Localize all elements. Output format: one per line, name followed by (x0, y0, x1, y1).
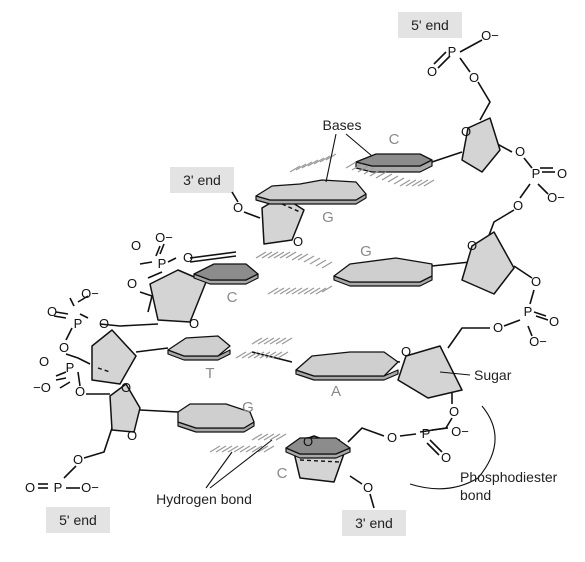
base-letter-c-top: C (389, 131, 400, 148)
svg-text:Sugar: Sugar (474, 367, 512, 383)
svg-text:O: O (461, 124, 471, 139)
base-letter-c-mid: C (227, 289, 238, 306)
dashed-bond-upper (281, 203, 301, 213)
base-letters: C G G C T A G C (205, 131, 399, 482)
base-letter-c-low: C (277, 465, 288, 482)
svg-text:P: P (524, 304, 533, 319)
phosphodiester-callout: Phosphodiester bond (409, 405, 558, 503)
base-t (167, 335, 231, 361)
sugar-left-middle (149, 269, 207, 323)
svg-text:P: P (158, 256, 167, 271)
base-c-top (355, 153, 433, 173)
svg-text:O: O (293, 234, 303, 249)
svg-text:Hydrogen bond: Hydrogen bond (156, 491, 252, 507)
h-bond-ta (235, 337, 293, 359)
svg-text:P: P (74, 316, 83, 331)
svg-text:O: O (99, 316, 109, 331)
atom-labels: P O− O O O O P O O− O O O O O P O O− O O… (25, 28, 567, 495)
hydrogen-bond-callout: Hydrogen bond (156, 439, 273, 507)
h-bond-mid (255, 251, 333, 295)
five-prime-end-top-label: 5' end (398, 12, 462, 38)
svg-text:O: O (401, 344, 411, 359)
svg-text:O: O (515, 144, 525, 159)
svg-text:O: O (75, 384, 85, 399)
svg-text:O: O (427, 64, 437, 79)
base-letter-a: A (331, 383, 341, 400)
svg-text:O: O (73, 452, 83, 467)
svg-text:O: O (127, 428, 137, 443)
svg-text:O−: O− (481, 28, 499, 43)
svg-text:O−: O− (529, 334, 547, 349)
svg-text:O: O (467, 238, 477, 253)
backbone-bonds (38, 39, 555, 509)
base-letter-g-top: G (322, 209, 334, 226)
sugar-top-right (461, 117, 501, 173)
svg-text:O−: O− (451, 424, 469, 439)
base-g-top (255, 179, 367, 205)
svg-text:P: P (54, 480, 63, 495)
svg-text:O: O (303, 434, 313, 449)
svg-text:O: O (449, 404, 459, 419)
svg-text:O: O (121, 380, 131, 395)
svg-text:P: P (422, 426, 431, 441)
base-g-low (177, 403, 255, 433)
svg-text:O: O (59, 340, 69, 355)
base-letter-t: T (205, 365, 214, 382)
three-prime-end-bottom-label: 3' end (342, 510, 406, 536)
svg-text:O: O (387, 430, 397, 445)
svg-text:P: P (66, 360, 75, 375)
svg-text:Bases: Bases (323, 117, 362, 133)
svg-text:O−: O− (547, 190, 565, 205)
svg-text:O: O (183, 250, 193, 265)
sugar-right-middle (461, 231, 515, 295)
svg-text:O−: O− (155, 230, 173, 245)
h-bond-bottom (209, 433, 287, 453)
sugar-left-lower (91, 329, 137, 385)
svg-text:O: O (189, 316, 199, 331)
svg-text:O: O (557, 166, 567, 181)
svg-text:O: O (549, 314, 559, 329)
svg-text:−O: −O (33, 380, 51, 395)
svg-text:3' end: 3' end (183, 172, 221, 188)
sugar-callout: Sugar (439, 367, 512, 383)
dashed-bond-left (97, 367, 111, 373)
h-bond-top (345, 161, 435, 187)
svg-text:bond: bond (460, 487, 491, 503)
svg-text:O: O (127, 276, 137, 291)
svg-text:O: O (493, 320, 503, 335)
svg-text:5' end: 5' end (411, 17, 449, 33)
svg-text:3' end: 3' end (355, 515, 393, 531)
svg-text:P: P (532, 166, 541, 181)
base-c-low (285, 437, 351, 459)
base-letter-g-mid: G (360, 243, 372, 260)
svg-text:O: O (131, 238, 141, 253)
base-a (295, 351, 399, 381)
svg-text:O: O (25, 480, 35, 495)
hydrogen-bonds (209, 153, 435, 453)
svg-text:O: O (47, 304, 57, 319)
sugar-bottom-left (109, 383, 141, 433)
svg-text:Phosphodiester: Phosphodiester (460, 469, 558, 485)
five-prime-end-bottom-label: 5' end (46, 507, 110, 533)
bases-callout: Bases (323, 117, 373, 183)
svg-text:O: O (441, 450, 451, 465)
svg-text:O: O (531, 274, 541, 289)
svg-text:O: O (39, 354, 49, 369)
svg-text:O: O (469, 70, 479, 85)
sugar-right-lower (397, 345, 463, 399)
svg-text:P: P (448, 44, 457, 59)
svg-text:5' end: 5' end (59, 512, 97, 528)
svg-text:O−: O− (81, 480, 99, 495)
svg-text:O: O (233, 200, 243, 215)
base-letter-g-low: G (242, 399, 254, 416)
base-c-mid (193, 263, 259, 285)
svg-text:O: O (363, 480, 373, 495)
three-prime-end-left-label: 3' end (170, 167, 234, 193)
svg-text:O: O (513, 198, 523, 213)
svg-text:O−: O− (81, 286, 99, 301)
base-g-mid (333, 257, 433, 287)
